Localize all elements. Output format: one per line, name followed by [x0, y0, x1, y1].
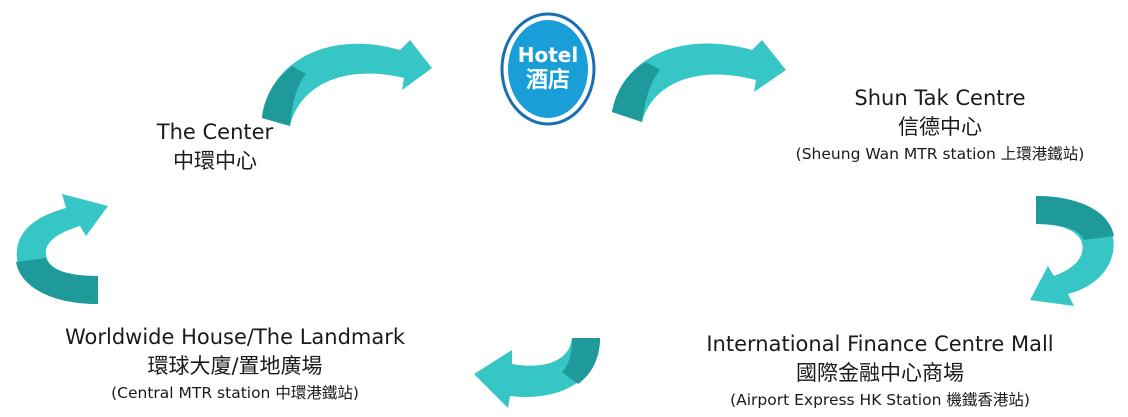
station-zh: 上環港鐵站: [1000, 145, 1079, 163]
location-ifc-mall: International Finance Centre Mall 國際金融中心…: [640, 330, 1120, 412]
arrow-center-to-hotel: [262, 40, 432, 126]
location-name-zh: 中環中心: [173, 149, 257, 173]
arrow-ifc-to-worldwide: [474, 338, 600, 408]
arrow-worldwide-to-center: [16, 194, 108, 304]
location-name-en: Worldwide House/The Landmark: [64, 325, 406, 349]
location-name-zh: 信德中心: [898, 115, 982, 139]
location-name-zh: 國際金融中心商場: [796, 361, 964, 385]
station-zh: 中環港鐵站: [275, 384, 353, 402]
location-shun-tak-centre: Shun Tak Centre 信德中心 (Sheung Wan MTR sta…: [760, 84, 1120, 166]
station-en: (Sheung Wan MTR station: [795, 145, 1001, 163]
hotel-badge-icon: [500, 12, 596, 126]
hotel-label: Hotel 酒店: [518, 43, 578, 95]
location-name-en: International Finance Centre Mall: [706, 332, 1054, 356]
hotel-label-zh: 酒店: [525, 68, 570, 93]
station-zh: 機鐵香港站: [946, 391, 1024, 409]
hotel-label-en: Hotel: [517, 43, 579, 67]
station-close: ): [1078, 145, 1085, 163]
station-en: (Airport Express HK Station: [730, 391, 947, 409]
arrow-shuntak-to-ifc: [1030, 196, 1114, 306]
hotel-badge: Hotel 酒店: [500, 12, 596, 126]
location-name-en: The Center: [156, 120, 274, 144]
location-name-en: Shun Tak Centre: [854, 86, 1026, 110]
station-close: ): [1023, 391, 1030, 409]
location-the-center: The Center 中環中心: [100, 118, 330, 176]
station-line: (Central MTR station 中環港鐵站): [20, 381, 450, 405]
station-close: ): [352, 384, 359, 402]
location-name-zh: 環球大廈/置地廣場: [147, 354, 323, 378]
arrow-hotel-to-shuntak: [612, 40, 786, 122]
station-line: (Airport Express HK Station 機鐵香港站): [640, 388, 1120, 412]
location-worldwide-house: Worldwide House/The Landmark 環球大廈/置地廣場 (…: [20, 323, 450, 405]
station-line: (Sheung Wan MTR station 上環港鐵站): [760, 142, 1120, 166]
station-en: (Central MTR station: [111, 384, 276, 402]
